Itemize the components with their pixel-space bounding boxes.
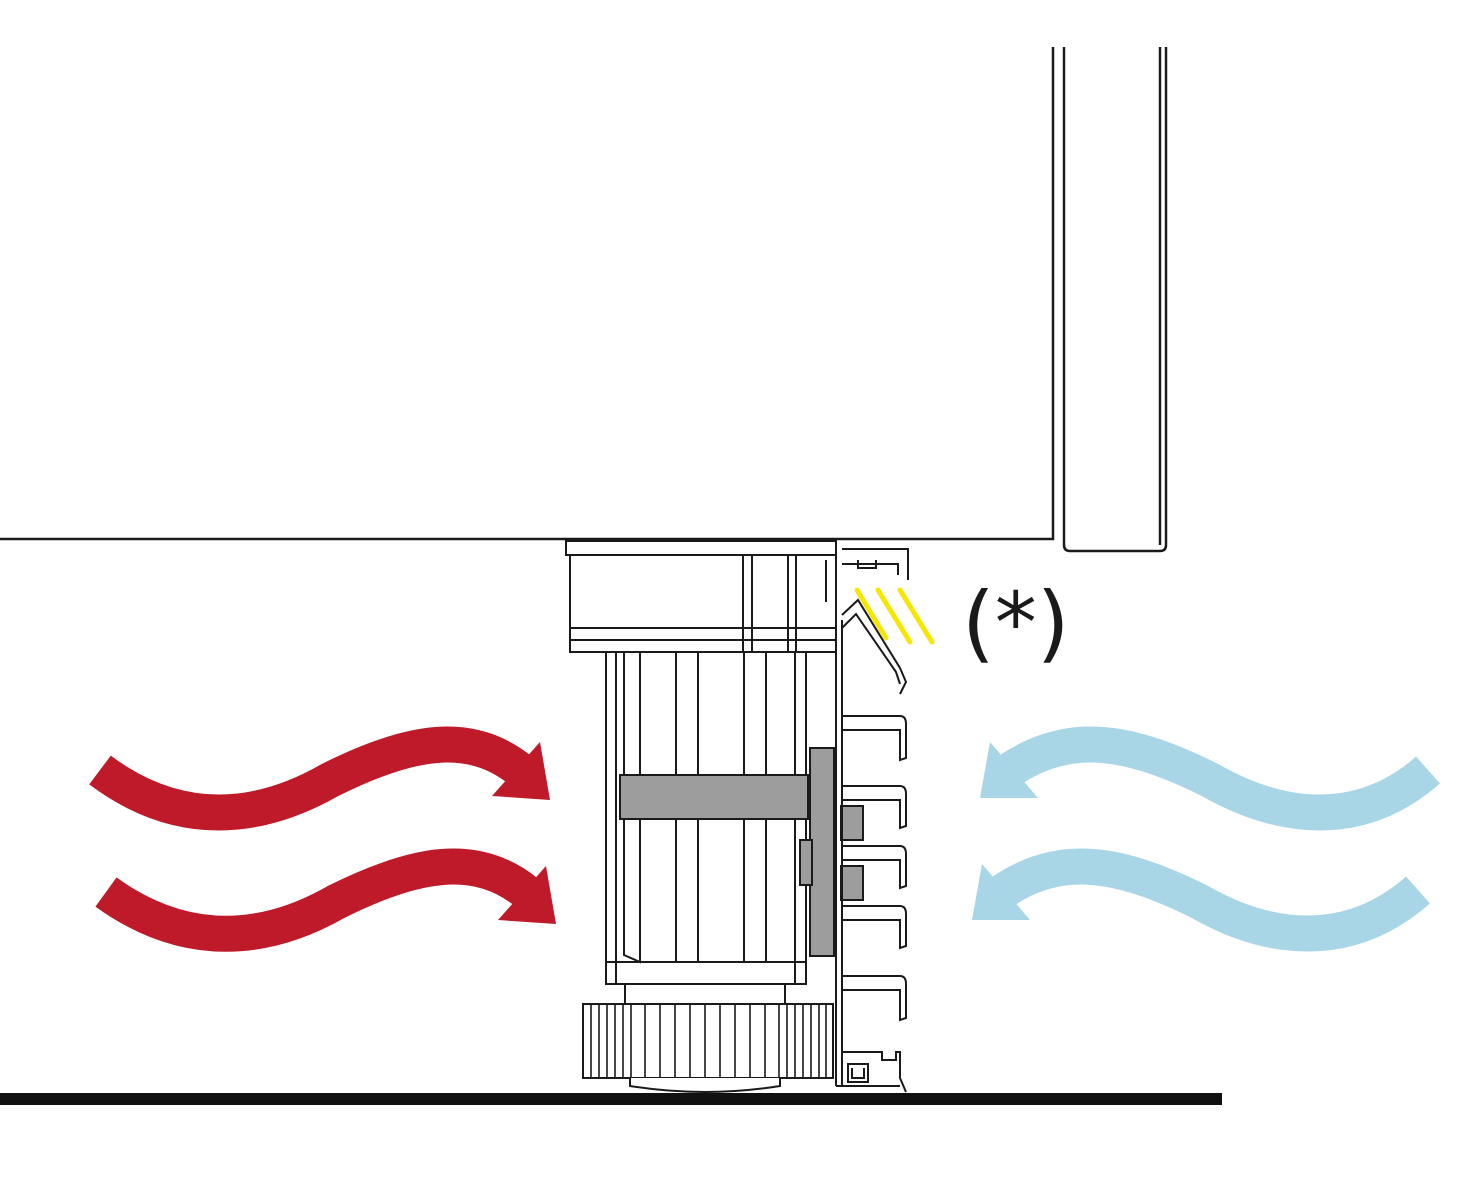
warm-air-arrows — [89, 726, 556, 952]
warm-air-arrowhead — [492, 742, 550, 800]
annotation-label: (*) — [962, 574, 1070, 672]
warm-air-arrow-icon — [89, 726, 550, 831]
cool-air-arrowhead — [972, 864, 1030, 920]
cool-air-arrows — [972, 726, 1440, 952]
highlight-rays-icon — [854, 587, 935, 645]
warm-air-arrow-icon — [95, 848, 556, 952]
grille-clip-bracket — [619, 747, 864, 957]
appliance-body — [0, 47, 1055, 541]
cool-air-arrowhead — [980, 742, 1038, 798]
cool-air-arrow-icon — [972, 848, 1430, 952]
warm-air-arrowhead — [498, 866, 556, 924]
ventilation-grille — [835, 548, 909, 1093]
appliance-door — [1062, 47, 1168, 553]
cool-air-arrow-icon — [980, 726, 1440, 831]
floor-line — [0, 1093, 1222, 1105]
